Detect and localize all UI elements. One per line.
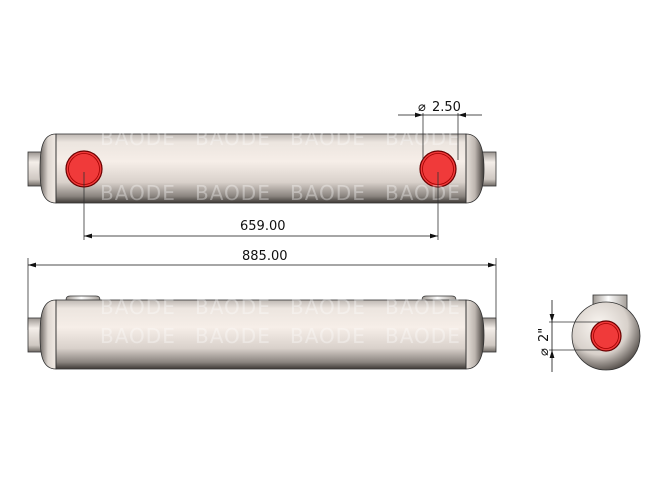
- port-diameter-value: 2.50: [432, 100, 461, 115]
- svg-text:BAODE: BAODE: [290, 324, 366, 348]
- svg-text:BAODE: BAODE: [385, 295, 461, 319]
- shell-body: [55, 133, 467, 204]
- svg-text:BAODE: BAODE: [385, 126, 461, 150]
- svg-text:BAODE: BAODE: [195, 126, 271, 150]
- port-spacing-dimension: 659.00: [83, 172, 439, 240]
- shell-body: [55, 299, 467, 370]
- svg-text:BAODE: BAODE: [385, 324, 461, 348]
- svg-text:BAODE: BAODE: [385, 181, 461, 205]
- end-view: ⌀ 2": [537, 294, 641, 372]
- svg-text:BAODE: BAODE: [195, 181, 271, 205]
- svg-text:BAODE: BAODE: [290, 295, 366, 319]
- overall-length-value: 885.00: [242, 249, 288, 264]
- port-spacing-value: 659.00: [240, 219, 286, 234]
- svg-text:BAODE: BAODE: [290, 126, 366, 150]
- watermark: BAODE: [100, 126, 176, 150]
- svg-text:BAODE: BAODE: [100, 295, 176, 319]
- svg-text:BAODE: BAODE: [195, 324, 271, 348]
- svg-text:BAODE: BAODE: [100, 181, 176, 205]
- end-port-icon: [590, 320, 622, 352]
- svg-text:BAODE: BAODE: [290, 181, 366, 205]
- port-diameter-dimension: ⌀ 2.50: [398, 100, 482, 160]
- diameter-symbol: ⌀: [418, 100, 426, 115]
- end-diameter-symbol: ⌀: [537, 348, 552, 356]
- svg-text:BAODE: BAODE: [195, 295, 271, 319]
- end-port-diameter-value: 2": [537, 328, 552, 342]
- top-view: BAODE BAODE BAODE BAODE BAODE BAODE BAOD…: [27, 126, 497, 205]
- svg-text:BAODE: BAODE: [100, 324, 176, 348]
- front-view: BAODE BAODE BAODE BAODE BAODE BAODE BAOD…: [27, 295, 497, 370]
